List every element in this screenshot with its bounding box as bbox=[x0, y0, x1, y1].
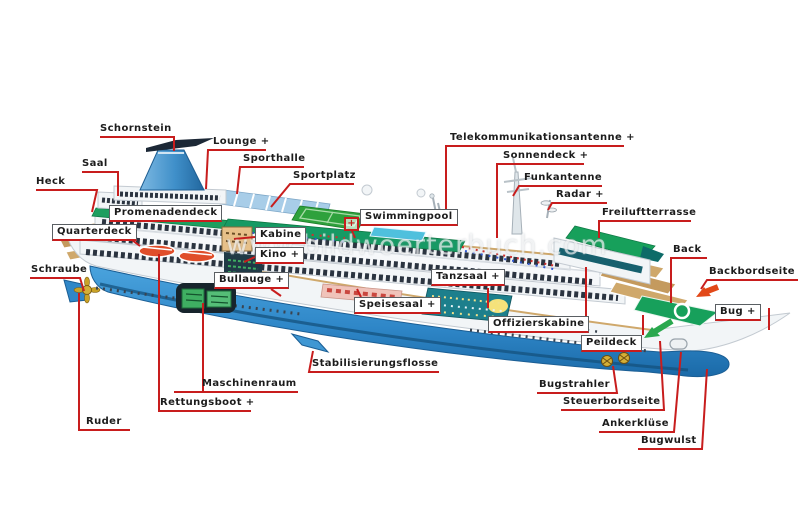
label-back[interactable]: Back bbox=[673, 244, 702, 255]
stabilizer-fin bbox=[290, 333, 330, 353]
label-radar[interactable]: Radar + bbox=[556, 189, 604, 200]
label-sporthalle[interactable]: Sporthalle bbox=[243, 153, 306, 164]
hull-blue bbox=[89, 265, 730, 378]
label-quarterdeck[interactable]: Quarterdeck bbox=[52, 224, 137, 241]
ballroom-cutaway bbox=[421, 287, 513, 323]
label-steuerbordseite[interactable]: Steuerbordseite bbox=[563, 396, 661, 407]
label-backbordseite[interactable]: Backbordseite bbox=[709, 266, 795, 277]
label-bug[interactable]: Bug + bbox=[715, 304, 761, 321]
label-heck[interactable]: Heck bbox=[36, 176, 66, 187]
label-kabine[interactable]: Kabine bbox=[255, 227, 307, 244]
label-promenadendeck[interactable]: Promenadendeck bbox=[109, 205, 223, 222]
engine-room-cutaway bbox=[176, 283, 236, 313]
label-ankerkluese[interactable]: Ankerklüse bbox=[602, 418, 669, 429]
label-rettungsboot[interactable]: Rettungsboot + bbox=[160, 397, 255, 408]
funnel-cap bbox=[146, 138, 214, 152]
label-funkantenne[interactable]: Funkantenne bbox=[524, 172, 603, 183]
label-bullauge[interactable]: Bullauge + bbox=[214, 272, 290, 289]
radio-mast bbox=[503, 157, 533, 235]
label-maschinenraum[interactable]: Maschinenraum bbox=[202, 378, 297, 389]
label-freiluftterrasse[interactable]: Freiluftterrasse bbox=[602, 207, 697, 218]
leader-lines bbox=[30, 136, 798, 450]
funnel bbox=[139, 149, 205, 191]
label-ruder[interactable]: Ruder bbox=[86, 416, 122, 427]
label-schornstein[interactable]: Schornstein bbox=[100, 123, 172, 134]
label-bugstrahler[interactable]: Bugstrahler bbox=[539, 379, 610, 390]
swimmingpool-plus-hotspot[interactable]: + bbox=[344, 217, 359, 231]
label-tanzsaal[interactable]: Tanzsaal + bbox=[431, 269, 505, 286]
forecastle-deck bbox=[633, 295, 720, 327]
label-speisesaal[interactable]: Speisesaal + bbox=[354, 297, 441, 314]
anchor-hawse bbox=[669, 338, 688, 350]
lifeboats bbox=[138, 244, 216, 263]
label-bugwulst[interactable]: Bugwulst bbox=[641, 435, 697, 446]
label-schraube[interactable]: Schraube bbox=[31, 264, 88, 275]
label-stabilisierungsflosse[interactable]: Stabilisierungsflosse bbox=[312, 358, 439, 369]
port-arrow-icon bbox=[696, 284, 720, 297]
ship-structures bbox=[97, 138, 651, 285]
label-swimmingpool[interactable]: Swimmingpool bbox=[360, 209, 458, 226]
label-offizierskabine[interactable]: Offizierskabine bbox=[488, 316, 590, 333]
label-saal[interactable]: Saal bbox=[82, 158, 108, 169]
bow-thrusters bbox=[601, 352, 630, 367]
side-arrows bbox=[644, 284, 720, 338]
label-kino[interactable]: Kino + bbox=[255, 247, 305, 264]
propeller bbox=[73, 276, 101, 304]
starboard-arrow-icon bbox=[644, 318, 674, 338]
label-telekommunikationsantenne[interactable]: Telekommunikationsantenne + bbox=[450, 132, 635, 143]
label-sportplatz[interactable]: Sportplatz bbox=[293, 170, 356, 181]
label-lounge[interactable]: Lounge + bbox=[213, 136, 270, 147]
label-sonnendeck[interactable]: Sonnendeck + bbox=[503, 150, 589, 161]
label-peildeck[interactable]: Peildeck bbox=[581, 335, 642, 352]
swimming-pool bbox=[369, 226, 427, 242]
